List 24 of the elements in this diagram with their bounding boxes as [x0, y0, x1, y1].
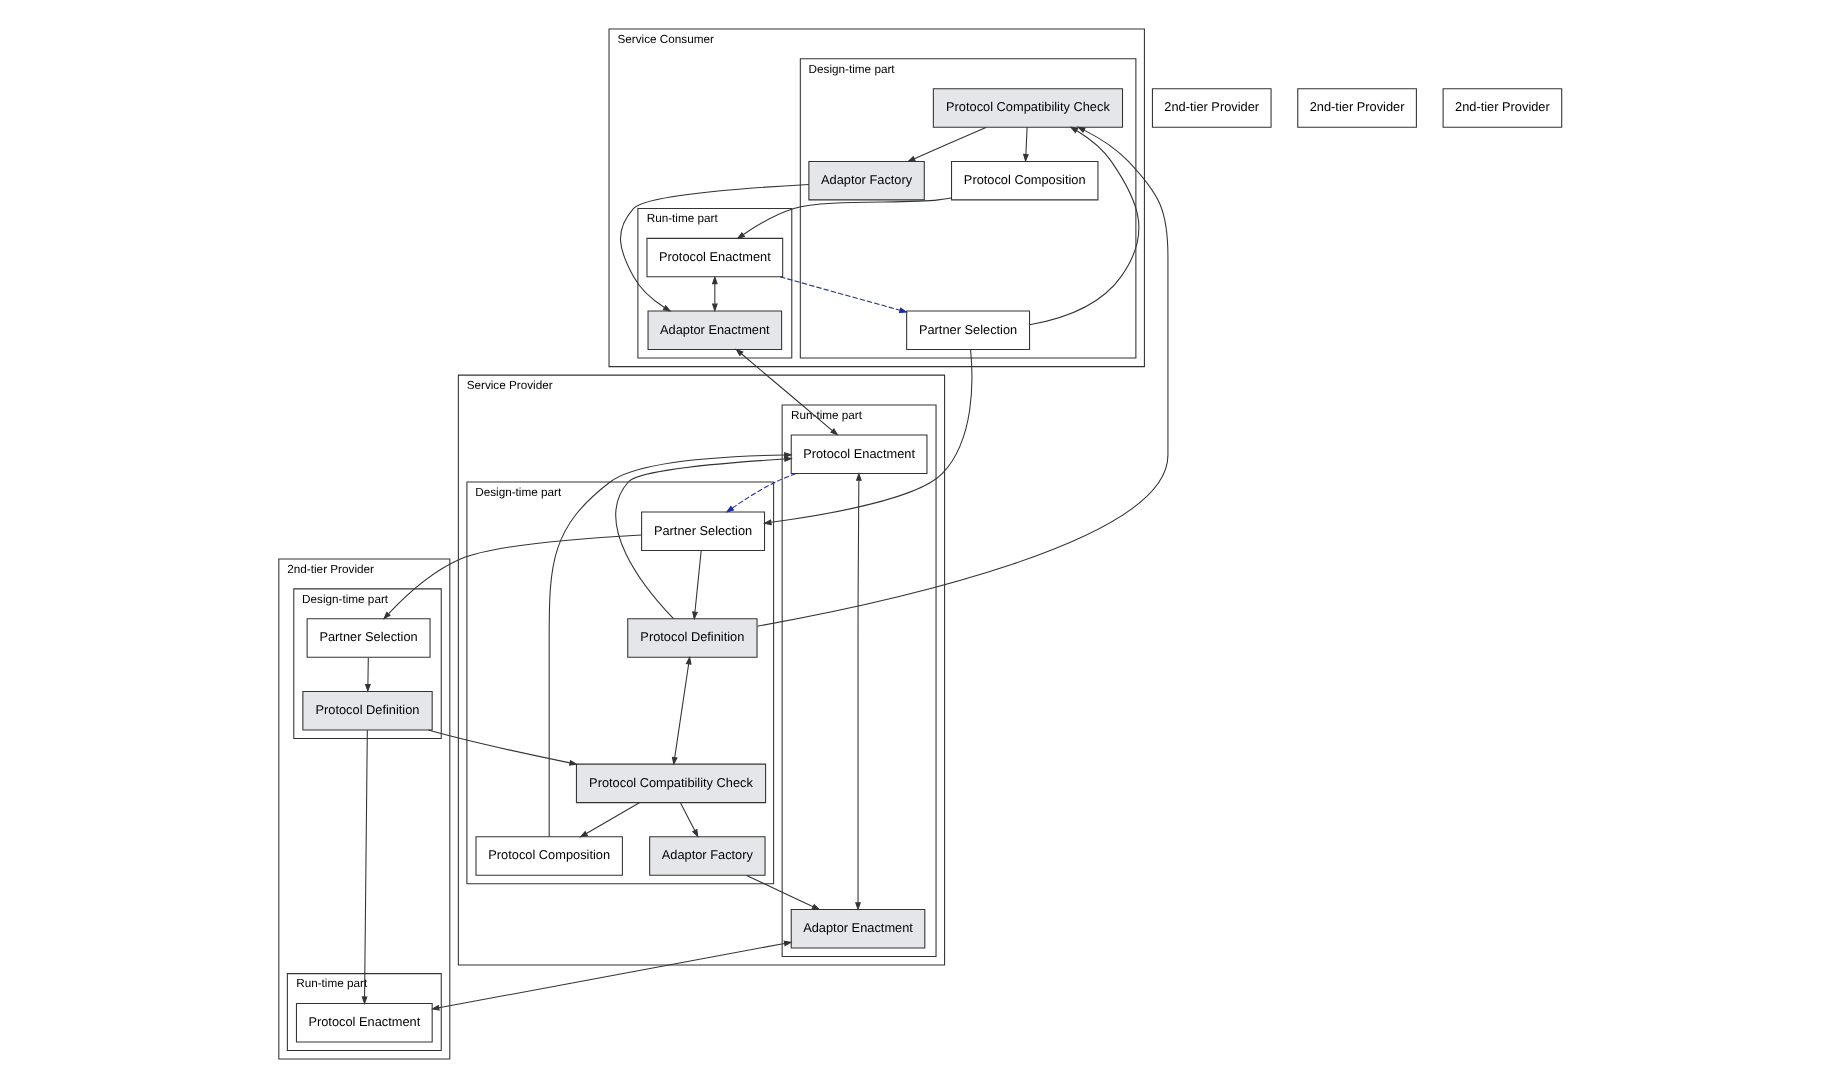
arrow — [756, 126, 1169, 627]
arrow — [692, 549, 702, 621]
arrow — [548, 452, 793, 837]
arrow — [746, 874, 821, 911]
arrow — [906, 126, 987, 162]
arrow — [382, 534, 642, 620]
arrow — [364, 657, 371, 693]
arrow — [671, 655, 692, 766]
arrow — [779, 276, 908, 314]
arrow — [725, 472, 797, 513]
arrow — [430, 940, 793, 1011]
arrow — [361, 729, 368, 1005]
arrow — [615, 456, 793, 620]
arrow — [427, 729, 578, 766]
arrow — [855, 472, 862, 911]
arrow — [579, 802, 640, 838]
arrow — [762, 349, 973, 526]
arrow — [620, 183, 810, 312]
arrow — [1022, 127, 1029, 163]
arrow — [711, 275, 718, 313]
arrow — [736, 197, 952, 240]
arrow — [1029, 126, 1140, 326]
arrow — [680, 802, 699, 838]
arrow — [735, 348, 839, 436]
